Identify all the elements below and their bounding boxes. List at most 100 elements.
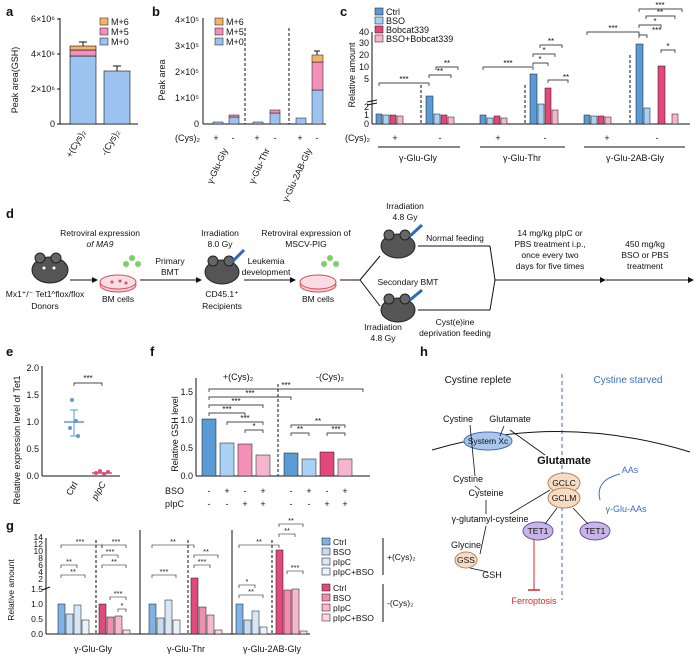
panel-f-r2-6: +	[324, 499, 329, 509]
panel-d-cd: CD45.1⁺	[205, 289, 238, 299]
panel-g-sig: **	[256, 537, 262, 546]
panel-b-ytick-1: 1×10⁵	[175, 93, 199, 103]
panel-g-ytick-4: 2	[38, 574, 43, 584]
panel-d-treat3: once every two	[521, 250, 578, 260]
panel-c-sign-1: -	[439, 133, 442, 143]
panel-f-r2-4: -	[290, 499, 293, 509]
panel-label-c: c	[340, 4, 347, 19]
panel-c-sig: ***	[399, 75, 408, 84]
panel-f-sig: ***	[240, 414, 249, 423]
panel-h-gss: GSS	[457, 555, 475, 565]
panel-c-legend-bso: BSO	[386, 16, 405, 26]
panel-d-secondary: Secondary BMT	[378, 277, 439, 287]
panel-h-pathway: Cystine replete Cystine starved Cystine …	[431, 374, 691, 606]
panel-c-ytick-2: 2	[364, 102, 369, 112]
panel-h-system: System Xc	[468, 436, 509, 446]
panel-d-irr3: Irradiation	[364, 322, 402, 332]
panel-g-sig: ***	[112, 537, 121, 546]
panel-f-chart: Relative GSH level 0.0 0.5 1.0 1.5 +(Cys…	[165, 372, 370, 509]
panel-b-cys-label: (Cys)₂	[175, 133, 200, 143]
panel-label-e: e	[6, 344, 13, 359]
panel-f-sig: ***	[222, 405, 231, 414]
panel-f-r1-7: +	[342, 486, 347, 496]
panel-f-r1-6: -	[326, 486, 329, 496]
panel-c-cys-label: (Cys)₂	[345, 133, 370, 143]
dish-icon	[99, 274, 137, 293]
panel-c-ytick-6: 30	[359, 38, 369, 48]
panel-d-primary: Primary	[155, 256, 185, 266]
panel-d-bm1: BM cells	[102, 294, 134, 304]
panel-h-cystine: Cystine	[443, 414, 473, 424]
panel-h-ferroptosis: Ferroptosis	[511, 596, 557, 606]
panel-a-legend-m5: M+5	[111, 27, 129, 37]
panel-c-xcat-2: γ-Glu-2AB-Gly	[606, 153, 665, 163]
panel-g-legend-plpcbso2: pIpC+BSO	[333, 613, 374, 623]
panel-b-sign-0: +	[213, 133, 218, 143]
panel-a-bar-minus-m0	[103, 70, 131, 125]
panel-h-starved: Cystine starved	[594, 375, 663, 386]
panel-g-xcat-1: γ-Glu-Thr	[167, 644, 205, 654]
panel-c-ytick-5: 20	[359, 50, 369, 60]
panel-h-replete: Cystine replete	[445, 375, 512, 386]
panel-d-primary2: BMT	[161, 267, 179, 277]
panel-d-retro1: Retroviral expression	[60, 228, 140, 238]
panel-b-ytick-3: 3×10⁵	[175, 41, 199, 51]
panel-c-sig: ***	[503, 59, 512, 68]
syringe-icon	[408, 223, 424, 238]
panel-f-r2-1: -	[226, 499, 229, 509]
syringe-icon	[409, 288, 423, 302]
panel-c-ytick-7: 40	[359, 27, 369, 37]
panel-d-retro2: Retroviral expression of	[261, 228, 351, 238]
panel-d-retro2b: MSCV-PIG	[285, 239, 327, 249]
panel-f-ytick-3: 1.5	[180, 387, 193, 397]
panel-g-ylabel: Relative amount	[6, 559, 16, 621]
panel-g-xcat-2: γ-Glu-2AB-Gly	[243, 644, 302, 654]
panel-c-legend-bobcat: Bobcat339	[386, 25, 429, 35]
panel-d-donors2: Donors	[31, 301, 58, 311]
panel-g-legend-bso: BSO	[333, 547, 351, 557]
panel-c-sign-4: +	[604, 133, 609, 143]
panel-e-sig: ***	[83, 374, 92, 383]
panel-d-irr1: Irradiation	[201, 228, 239, 238]
panel-h-aas: AAs	[622, 465, 639, 475]
panel-b-sign-5: -	[316, 133, 319, 143]
panel-d-normal: Normal feeding	[426, 233, 484, 243]
panel-f-r2-2: +	[242, 499, 247, 509]
panel-b-xcat-2: γ-Glu-2AB-Gly	[280, 146, 314, 203]
panel-c-sign-0: +	[392, 133, 397, 143]
panel-c-sig: **	[563, 73, 569, 82]
panel-f-r1-2: -	[244, 486, 247, 496]
panel-g-sig: **	[203, 547, 209, 556]
panel-e-xcat-0: Ctrl	[64, 480, 80, 497]
panel-f-sig: **	[315, 417, 321, 426]
panel-f-sig: ***	[245, 389, 254, 398]
panel-e-ytick-0: 0.0	[26, 471, 39, 481]
panel-f-r1-3: +	[260, 486, 265, 496]
panel-c-sign-2: +	[495, 133, 500, 143]
panel-a-xcat-0: +(Cys)₂	[64, 128, 88, 160]
panel-h-gglu-cys: γ-glutamyl-cysteine	[451, 514, 528, 524]
panel-a-ytick-1: 2×10⁶	[31, 84, 55, 94]
panel-label-d: d	[6, 206, 14, 221]
panel-d-irr1b: 8.0 Gy	[207, 239, 233, 249]
panel-f-ytick-0: 0.0	[180, 471, 193, 481]
panel-a-xcat-1: -(Cys)₂	[99, 128, 122, 158]
panel-g-ytick-2: 1.0	[31, 599, 43, 609]
panel-d-leuk: Leukemia	[248, 256, 285, 266]
panel-a-ylabel: Peak area(GSH)	[10, 47, 20, 114]
panel-f-r2-5: -	[308, 499, 311, 509]
panel-c-sig: **	[657, 8, 663, 17]
panel-f-header-plus: +(Cys)₂	[223, 372, 254, 382]
panel-g-ytick-7: 8	[38, 553, 43, 563]
panel-f-r2-3: +	[260, 499, 265, 509]
panel-e-ytick-3: 1.5	[26, 390, 39, 400]
panel-f-r1-0: -	[208, 486, 211, 496]
panel-a-bar-plus-m0	[69, 55, 97, 125]
panel-b-sign-2: +	[254, 133, 259, 143]
panel-c-xcat-0: γ-Glu-Gly	[399, 153, 437, 163]
panel-c-chart: Relative amount 0 1 2 5 10 20 30 40	[345, 1, 690, 163]
panel-c-sig: *	[666, 42, 669, 51]
panel-c-sig: ***	[652, 26, 661, 35]
panel-g-sig: **	[170, 537, 176, 546]
panel-g-sig: ***	[114, 589, 123, 598]
